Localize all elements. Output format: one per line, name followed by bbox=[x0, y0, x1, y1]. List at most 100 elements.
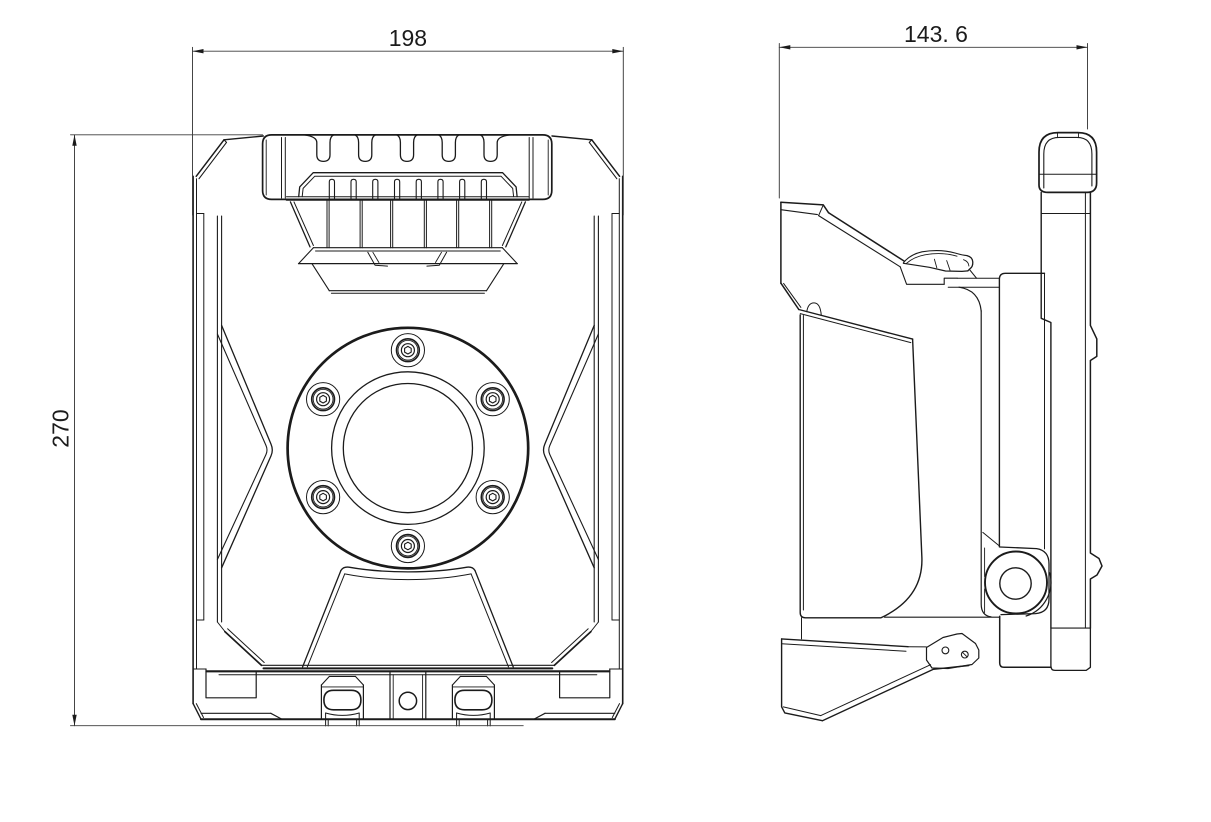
lens-screw-3-washer bbox=[306, 480, 341, 515]
sv-handle-knob-outline bbox=[1038, 131, 1098, 194]
lens-screw-6-washer bbox=[475, 382, 510, 417]
base-strap-bracket-right-chamfer-left bbox=[451, 675, 461, 686]
sv-knob-boss bbox=[999, 546, 1050, 616]
lower-panel-side-right-outer bbox=[474, 569, 514, 668]
side-band-left-cap bbox=[216, 621, 226, 632]
sv-knob-flange-arc bbox=[1025, 572, 1052, 617]
lens-screw-4-hex-socket bbox=[404, 541, 412, 551]
dim-depth-arrow-left bbox=[779, 45, 791, 50]
handle-fin-slot-4 bbox=[437, 134, 460, 163]
sv-latch-base bbox=[902, 262, 969, 272]
side-panel-left-inner bbox=[216, 333, 268, 561]
sv-latch-arc-outer bbox=[902, 250, 968, 264]
body-chamfer-bottom-right-inner bbox=[551, 628, 589, 663]
handle-vent-slot-1 bbox=[328, 178, 336, 200]
lower-panel-side-left-inner bbox=[306, 573, 346, 668]
sv-skid-left bbox=[780, 638, 824, 722]
handle-fin-slot-5 bbox=[479, 134, 511, 163]
side-panel-right-inner bbox=[548, 333, 599, 561]
handle-fin-slot-1 bbox=[303, 134, 335, 163]
lens-screw-1-hex-socket bbox=[404, 345, 412, 355]
sv-face-top-outer bbox=[798, 308, 914, 340]
body-chamfer-top-left-cap bbox=[223, 139, 228, 143]
dim-width-arrow-left bbox=[192, 49, 204, 54]
body-chamfer-bottom-left bbox=[224, 630, 263, 667]
lens-screw-4-head bbox=[395, 533, 421, 559]
handle-vent-slot-6 bbox=[437, 178, 444, 200]
sv-boss-attach-seam bbox=[982, 531, 1000, 547]
lens-screw-2-socket bbox=[316, 392, 331, 407]
base-foot-right-chamfer-b bbox=[611, 703, 620, 718]
base-foot-left-chamfer-a bbox=[192, 702, 202, 720]
lens-screw-1-washer bbox=[390, 333, 425, 368]
sv-top-edge-inner bbox=[780, 209, 818, 216]
lens-screw-4-socket bbox=[400, 538, 415, 554]
dim-height-arrow-top bbox=[72, 134, 77, 146]
lens-screw-5-washer bbox=[475, 480, 510, 515]
sv-skid-top-outer bbox=[780, 638, 909, 648]
handle-grip-side-left-outer bbox=[289, 201, 311, 248]
sv-knob-inner bbox=[999, 567, 1032, 600]
base-strap-bracket-left-slot bbox=[323, 689, 362, 711]
body-chamfer-top-right-inner bbox=[588, 141, 618, 180]
dim-width-arrow-right bbox=[612, 49, 624, 54]
body-top-edge-left bbox=[223, 135, 264, 141]
base-center-hole bbox=[398, 691, 418, 711]
lower-panel-side-right-inner bbox=[470, 573, 509, 668]
side-panel-left-outer bbox=[220, 324, 273, 569]
lens-screw-6-hex-socket bbox=[488, 394, 497, 404]
handle-vent-band-outer bbox=[298, 172, 518, 198]
sv-face-top-inner bbox=[799, 313, 912, 344]
sv-handle-knob-inner bbox=[1043, 136, 1093, 189]
lower-panel-side-left-outer bbox=[301, 569, 342, 668]
lens-screw-5-head bbox=[480, 484, 505, 510]
base-strap-bracket-left-tray-arc bbox=[325, 712, 360, 716]
sv-skid-diag-outer bbox=[821, 664, 970, 722]
handle-grip-side-right-outer bbox=[505, 201, 527, 248]
handle-mount-side-right bbox=[485, 263, 505, 292]
handle-mount-side-left bbox=[311, 263, 330, 292]
base-strap-bracket-left-chamfer-left bbox=[320, 675, 330, 686]
dimension-depth-143-6: 143. 6 bbox=[778, 21, 1088, 199]
sv-latch-finger-inner bbox=[963, 259, 970, 267]
sv-latch-arc-inner bbox=[906, 253, 958, 264]
sv-panel-outline bbox=[799, 314, 923, 619]
dim-height-label: 270 bbox=[48, 409, 74, 447]
sv-knob-plate bbox=[998, 615, 1052, 669]
handle-vent-band-inner bbox=[301, 175, 515, 198]
sv-step bbox=[943, 277, 958, 285]
side-view bbox=[780, 131, 1103, 722]
sv-slope-outer bbox=[827, 212, 905, 262]
base-strap-bracket-right-tray-arc bbox=[456, 712, 491, 716]
lens-screw-1-head bbox=[395, 338, 421, 363]
dimension-height-270: 270 bbox=[48, 134, 524, 727]
dim-depth-arrow-right bbox=[1076, 45, 1088, 50]
lens-outer-ring bbox=[286, 326, 530, 570]
sv-skid-foot-inner bbox=[782, 706, 822, 717]
sv-hinge-screw-2 bbox=[960, 650, 969, 659]
lens-screw-3-head-inner bbox=[312, 486, 334, 508]
dimension-width-198: 198 bbox=[192, 25, 624, 216]
handle-grip-side-left-inner bbox=[293, 201, 314, 246]
handle-pack-outline bbox=[261, 134, 553, 201]
handle-clip-left-a bbox=[367, 251, 388, 267]
side-band-right-cap bbox=[590, 621, 599, 632]
sv-skid-top-inner bbox=[781, 643, 907, 652]
sv-latch-seam-a bbox=[933, 258, 938, 269]
lens-screw-2-head bbox=[310, 387, 336, 412]
lens-screw-2-washer bbox=[306, 382, 341, 417]
lens-screw-6-head-inner bbox=[482, 388, 504, 410]
body-chamfer-top-right bbox=[591, 139, 621, 178]
sv-handle-foot bbox=[1050, 627, 1092, 672]
sv-handle-bar-right bbox=[1089, 191, 1103, 629]
lens-screw-5-hex-socket bbox=[488, 492, 497, 502]
sv-knob-outer bbox=[984, 550, 1048, 615]
handle-vent-slot-4 bbox=[393, 178, 401, 200]
dim-width-label: 198 bbox=[389, 25, 427, 51]
sv-latch-finger bbox=[966, 254, 974, 272]
sv-face-pin-bump bbox=[806, 302, 822, 316]
body-chamfer-top-left-inner bbox=[198, 141, 228, 180]
sv-head-back-edge bbox=[980, 310, 992, 618]
handle-tray-end-right bbox=[501, 247, 518, 265]
